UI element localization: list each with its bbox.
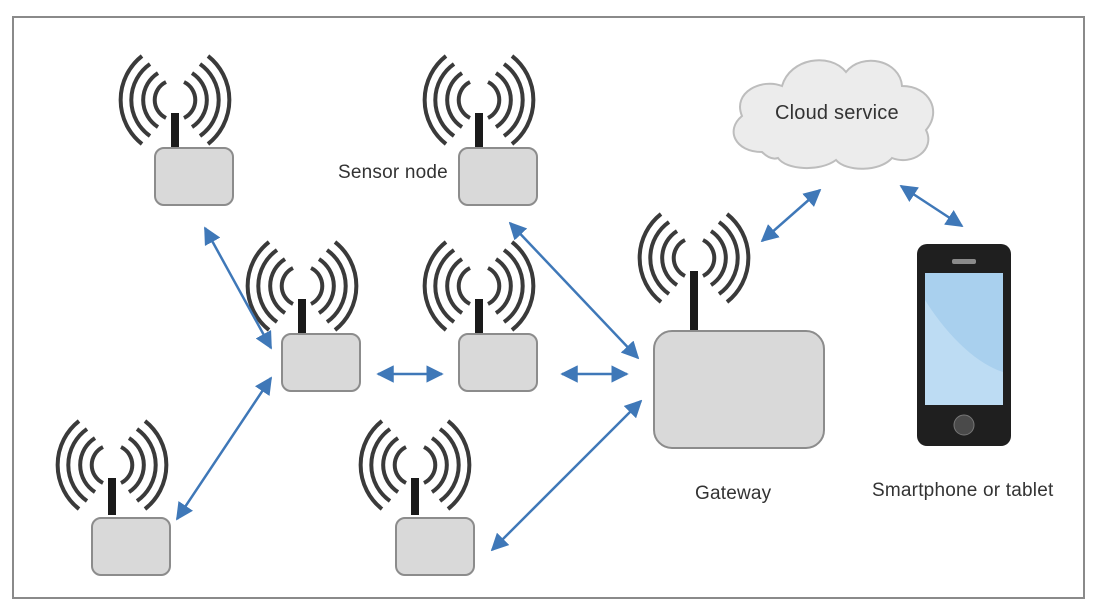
sensor-box xyxy=(458,333,538,392)
sensor-node-bottom-left xyxy=(55,419,171,576)
link-top-center-gateway xyxy=(508,221,640,360)
antenna-icon xyxy=(298,299,306,336)
link-bottom-center-gateway xyxy=(490,399,643,552)
sensor-box xyxy=(281,333,361,392)
antenna-icon xyxy=(475,113,483,150)
antenna-icon xyxy=(475,299,483,336)
sensor-box xyxy=(154,147,234,206)
antenna-icon xyxy=(171,113,179,150)
sensor-box xyxy=(91,517,171,576)
sensor-node-mid-center xyxy=(422,240,538,392)
antenna-icon xyxy=(411,478,419,515)
sensor-box xyxy=(458,147,538,206)
sensor-node-label: Sensor node xyxy=(338,162,448,183)
sensor-node-top-center xyxy=(422,54,538,206)
cloud-icon xyxy=(732,59,935,170)
gateway xyxy=(637,212,825,449)
link-cloud-phone xyxy=(899,184,964,228)
antenna-icon xyxy=(108,478,116,515)
link-gateway-cloud xyxy=(760,188,822,243)
link-top-left-mid-left xyxy=(203,226,273,350)
smartphone-icon xyxy=(917,244,1011,446)
sensor-node-top-left xyxy=(118,54,234,206)
sensor-node-bottom-center xyxy=(358,419,475,576)
links xyxy=(175,184,964,552)
smartphone-or-tablet-label: Smartphone or tablet xyxy=(872,480,1054,501)
link-mid-left-bottom-left xyxy=(175,376,273,521)
phone-speaker xyxy=(952,259,976,264)
sensor-node-mid-left xyxy=(245,240,361,392)
cloud-service-label: Cloud service xyxy=(775,102,899,124)
antenna-icon xyxy=(690,271,698,334)
gateway-label: Gateway xyxy=(695,483,772,504)
gateway-box xyxy=(653,330,825,449)
phone-home-button xyxy=(953,414,975,436)
sensor-box xyxy=(395,517,475,576)
